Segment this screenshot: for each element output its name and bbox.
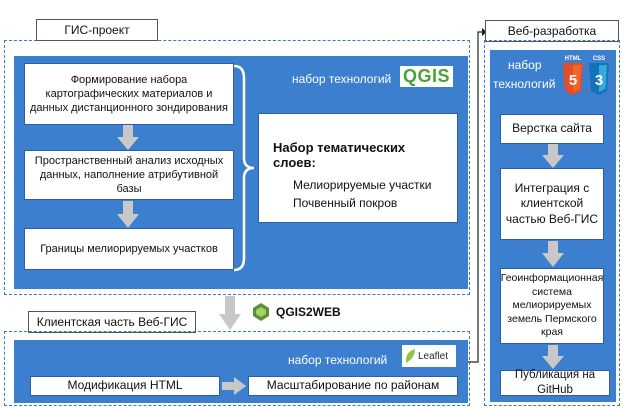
down-arrow [542, 241, 564, 267]
layers-heading: Набор тематических слоев: [273, 140, 406, 170]
client-step-1: Модификация HTML [30, 376, 220, 396]
layers-card: Набор тематических слоев: Мелиорируемые … [258, 113, 458, 223]
export-arrow [219, 296, 241, 330]
gis-step-3: Границы мелиорируемых участков [24, 228, 234, 270]
client-title: Клиентская часть Веб-ГИС [28, 311, 196, 333]
qgis2web-label: QGIS2WEB [276, 305, 341, 319]
leaflet-logo: Leaflet [402, 345, 456, 367]
webdev-step-3: Геоинформационная система мелиорируемых … [500, 268, 604, 344]
webdev-title: Веб-разработка [485, 20, 619, 42]
webdev-tech-label-2: технологий [493, 77, 556, 91]
client-step-2: Масштабирование по районам [248, 376, 458, 396]
qgis-logo: QGIS [400, 66, 454, 87]
client-tech-label: набор технологий [288, 353, 388, 367]
svg-text:5: 5 [569, 72, 577, 89]
down-arrow [117, 125, 139, 150]
webdev-tech-label-1: набор [508, 58, 542, 72]
down-arrow [542, 345, 564, 369]
leaf-icon [405, 349, 415, 363]
bracket-connector [233, 64, 255, 272]
down-arrow [542, 144, 564, 168]
html5-icon: HTML 5 [562, 55, 584, 97]
css3-icon: CSS 3 [588, 55, 610, 97]
qgis2web-icon [253, 303, 269, 321]
gis-tech-label: набор технологий [292, 72, 392, 86]
webdev-step-2: Интеграция с клиентской частью Веб-ГИС [500, 168, 604, 240]
gis-project-title: ГИС-проект [36, 19, 158, 41]
webdev-frame [484, 40, 620, 406]
connector-line [468, 28, 487, 363]
gis-project-frame [4, 40, 470, 295]
webdev-step-1: Верстка сайта [500, 114, 604, 144]
layer-item: Почвенный покров [293, 196, 398, 210]
gis-step-2: Пространственный анализ исходных данных,… [24, 150, 234, 200]
down-arrow [117, 201, 139, 228]
layer-item: Мелиорируемые участки [293, 178, 432, 192]
gis-step-1: Формирование набора картографических мат… [24, 63, 234, 125]
right-arrow [222, 377, 246, 395]
webdev-step-4: Публикация на GitHub [500, 369, 610, 396]
client-frame [4, 331, 470, 406]
svg-text:3: 3 [595, 72, 603, 89]
